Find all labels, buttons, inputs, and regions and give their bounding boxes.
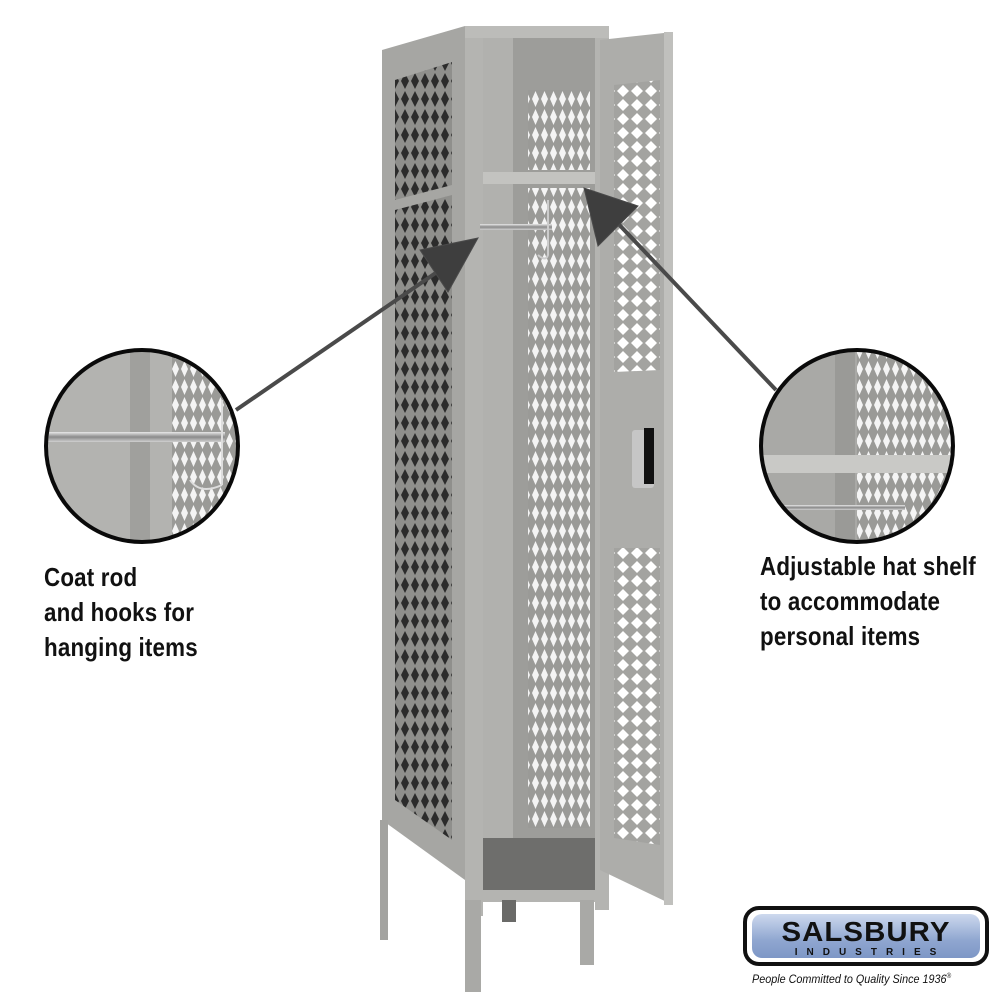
caption-line: Coat rod bbox=[44, 562, 138, 592]
brand-subname: INDUSTRIES bbox=[794, 947, 946, 958]
brand-logo-badge: SALSBURY INDUSTRIES bbox=[752, 914, 980, 958]
caption-line: and hooks for bbox=[44, 597, 195, 627]
tagline-text: People Committed to Quality Since 1936 bbox=[752, 972, 947, 986]
caption-line: to accommodate bbox=[760, 586, 941, 616]
locker-door bbox=[600, 32, 673, 905]
locker-side-panel bbox=[380, 26, 465, 940]
caption-line: personal items bbox=[760, 621, 921, 651]
arrow-to-coat-rod bbox=[234, 237, 479, 412]
hat-shelf-caption: Adjustable hat shelf to accommodate pers… bbox=[760, 549, 976, 654]
locker-frame bbox=[465, 26, 609, 992]
coat-rod-caption: Coat rod and hooks for hanging items bbox=[44, 560, 198, 665]
coat-rod-detail-circle bbox=[44, 348, 240, 544]
caption-line: hanging items bbox=[44, 632, 198, 662]
arrow-to-hat-shelf bbox=[583, 187, 778, 392]
brand-name: SALSBURY bbox=[781, 916, 951, 947]
hat-shelf-detail-circle bbox=[759, 348, 955, 544]
registered-mark: ® bbox=[946, 973, 952, 980]
brand-tagline: People Committed to Quality Since 1936® bbox=[752, 972, 951, 986]
caption-line: Adjustable hat shelf bbox=[760, 551, 976, 581]
brand-logo: SALSBURY INDUSTRIES bbox=[743, 906, 989, 966]
